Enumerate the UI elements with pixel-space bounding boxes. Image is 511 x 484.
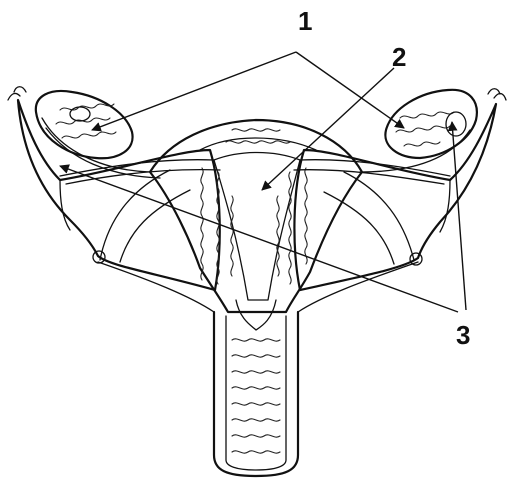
cervix-vagina [98, 262, 418, 476]
label-1: 1 [298, 6, 312, 36]
leader-1-right [296, 52, 404, 128]
fallopian-tubes [60, 160, 450, 184]
right-ovary [360, 90, 477, 172]
label-2: 2 [392, 42, 406, 72]
leader-3-left [60, 166, 458, 312]
left-ovary [36, 91, 160, 178]
leader-1-left [92, 52, 296, 130]
left-broad-ligament [8, 87, 220, 290]
leader-lines [60, 52, 466, 312]
label-3: 3 [456, 320, 470, 350]
leader-3-right [452, 122, 466, 310]
right-broad-ligament [294, 89, 506, 290]
